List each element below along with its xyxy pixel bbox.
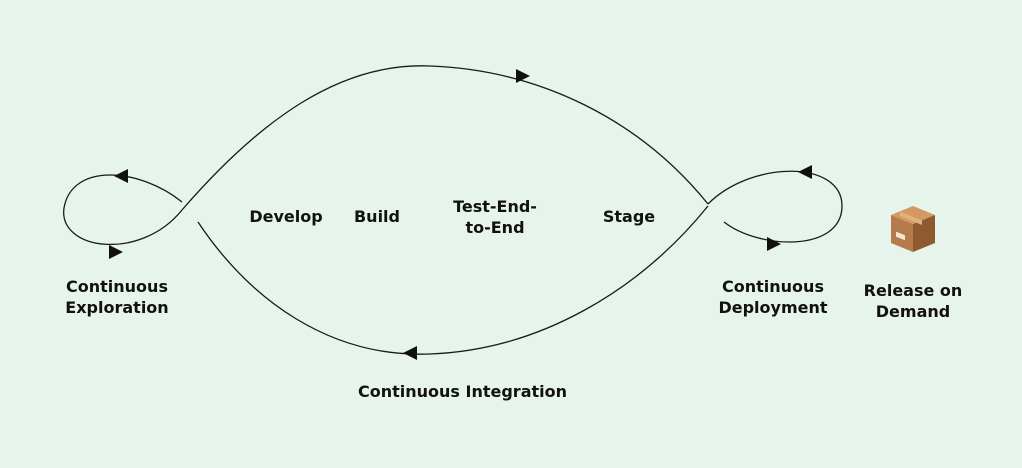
- deployment-loop-path: [707, 170, 843, 243]
- arrow-exploration-top: [114, 169, 128, 183]
- continuous-deployment-label: Continuous Deployment: [718, 277, 828, 317]
- continuous-integration-label: Continuous Integration: [357, 382, 567, 401]
- lower-flow-arc: [197, 205, 709, 355]
- arrow-exploration-bottom: [109, 245, 123, 259]
- arrow-deployment-bottom: [767, 237, 781, 251]
- stage-label: Stage: [602, 207, 656, 226]
- exploration-loop-path: [63, 174, 183, 245]
- release-on-demand-label: Release on Demand: [863, 281, 963, 321]
- arrow-deployment-top: [798, 165, 812, 179]
- develop-label: Develop: [249, 207, 323, 226]
- arrow-lower-arc: [403, 346, 417, 360]
- continuous-exploration-label: Continuous Exploration: [65, 277, 169, 317]
- build-label: Build: [353, 207, 400, 226]
- package-box-icon: [891, 206, 935, 252]
- arrow-upper-arc: [516, 69, 530, 83]
- upper-flow-arc: [181, 65, 709, 211]
- test-end-to-end-label: Test-End- to-End: [453, 197, 537, 237]
